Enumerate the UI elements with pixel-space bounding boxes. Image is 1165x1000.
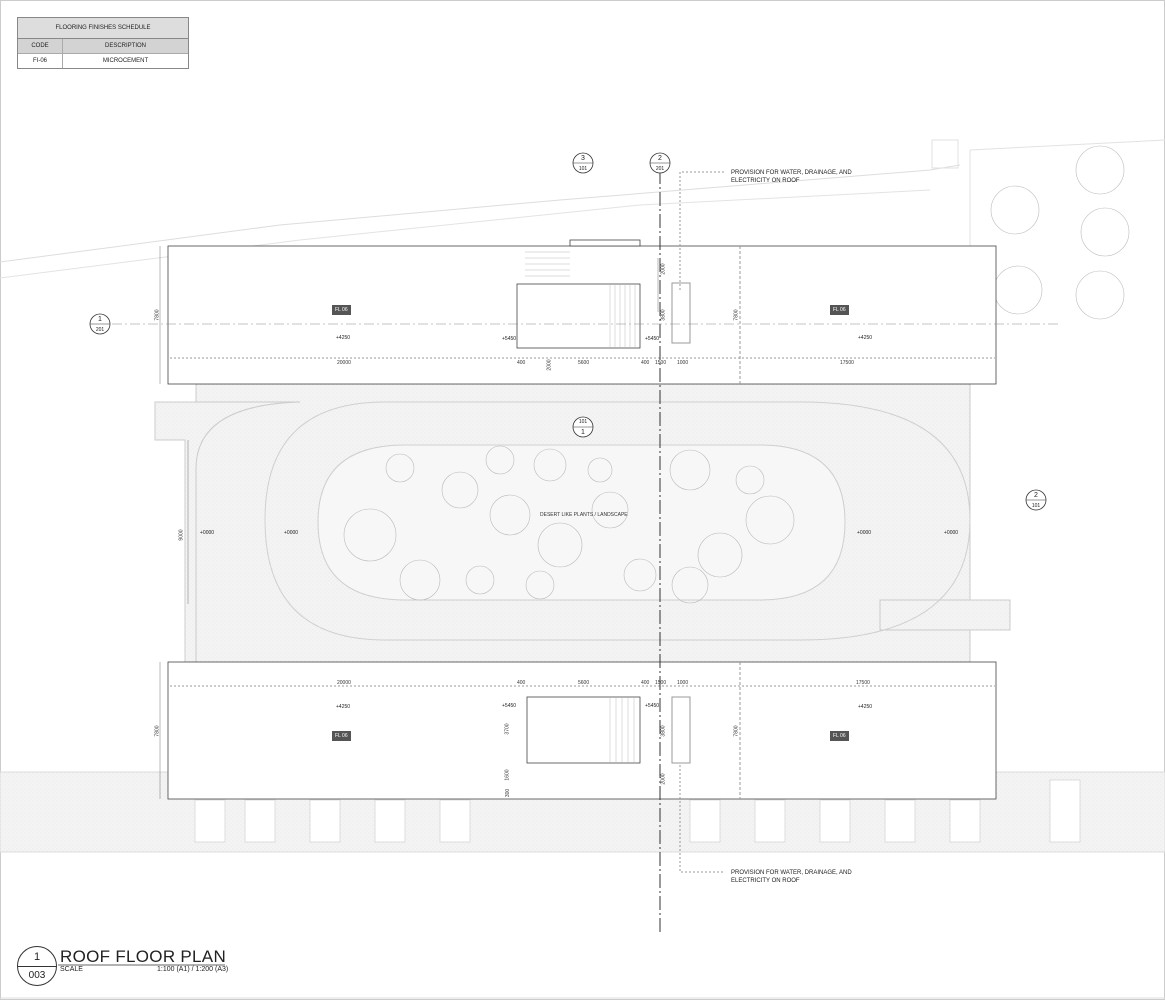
level-ground: +0000: [284, 530, 299, 536]
drawing-number-bubble: 1 003: [17, 946, 57, 986]
dim-vertical: 3800: [660, 309, 667, 321]
dim-wall: 400: [517, 360, 526, 366]
roof-provision-note-bottom: PROVISION FOR WATER, DRAINAGE, AND ELECT…: [731, 870, 852, 884]
drawing-title: ROOF FLOOR PLAN: [60, 947, 227, 966]
level-stair: +5450: [502, 336, 517, 342]
elevation-2-number: 2: [1034, 492, 1038, 499]
finish-tag: FL 06: [830, 731, 849, 741]
dim-wall: 400: [517, 680, 526, 686]
dim-depth: 7800: [154, 725, 161, 737]
dim-depth: 7800: [154, 309, 161, 321]
section-2-ref: 201: [655, 166, 665, 172]
level-ground: +0000: [200, 530, 215, 536]
finish-tag: FL 06: [332, 305, 351, 315]
section-1-ref: 201: [95, 327, 105, 333]
dim-stair: 5600: [578, 680, 590, 686]
scale-value: 1:100 (A1) / 1:200 (A3): [157, 966, 229, 973]
dim-width: 17500: [840, 360, 854, 366]
dim-width: 20000: [337, 360, 351, 366]
level-stair: +5450: [645, 703, 660, 709]
ring-path: [264, 401, 971, 641]
elevation-2-ref: 101: [1031, 503, 1041, 509]
dim-vertical: 3700: [504, 723, 511, 735]
dim-vertical: 2000: [546, 359, 553, 371]
col-code: CODE: [18, 39, 63, 53]
elevation-1-number: 1: [581, 429, 585, 436]
level-stair: +5450: [645, 336, 660, 342]
dim-stair: 5600: [578, 360, 590, 366]
dim-depth: 7800: [733, 309, 740, 321]
table-row: FI-06 MICROCEMENT: [18, 54, 188, 68]
level-roof: +4250: [336, 704, 351, 710]
col-description: DESCRIPTION: [104, 43, 146, 49]
section-2-number: 2: [658, 155, 662, 162]
section-3-ref: 101: [578, 166, 588, 172]
finish-tag: FL 06: [332, 731, 351, 741]
schedule-header-row: CODE DESCRIPTION: [18, 39, 188, 54]
dim-vertical: 300: [505, 788, 512, 798]
top-building: [167, 239, 997, 385]
dim-vertical: 1600: [504, 769, 511, 781]
level-roof: +4250: [858, 335, 873, 341]
roof-provision-note-top: PROVISION FOR WATER, DRAINAGE, AND ELECT…: [731, 170, 852, 184]
dim-gap: 1500: [655, 680, 667, 686]
dim-vertical: 3800: [660, 725, 667, 737]
level-stair: +5450: [502, 703, 517, 709]
section-3-number: 3: [581, 155, 585, 162]
cell-code: FI-06: [18, 54, 63, 68]
elevation-1-ref: 101: [578, 419, 588, 425]
dim-courtyard: 9000: [178, 529, 185, 541]
dim-wall: 400: [641, 360, 650, 366]
level-roof: +4250: [336, 335, 351, 341]
dim-vertical: 2000: [660, 773, 667, 785]
finish-tag: FL 06: [830, 305, 849, 315]
schedule-title: FLOORING FINISHES SCHEDULE: [18, 18, 188, 39]
scale-label: SCALE: [60, 966, 83, 973]
dim-width: 20000: [337, 680, 351, 686]
bottom-building: [167, 661, 997, 800]
level-roof: +4250: [858, 704, 873, 710]
dim-wall: 400: [641, 680, 650, 686]
landscape-bed: [317, 444, 846, 601]
level-ground: +0000: [857, 530, 872, 536]
sheet-number: 003: [28, 970, 46, 981]
dim-width: 17500: [856, 680, 870, 686]
landscape-label: DESERT LIKE PLANTS / LANDSCAPE: [540, 512, 628, 518]
level-ground: +0000: [944, 530, 959, 536]
dim-depth: 7800: [733, 725, 740, 737]
drawing-number: 1: [18, 947, 56, 967]
flooring-schedule: FLOORING FINISHES SCHEDULE CODE DESCRIPT…: [17, 17, 189, 69]
dim-vertical: 2000: [660, 263, 667, 275]
cell-description: MICROCEMENT: [102, 58, 149, 64]
dim-gap: 1000: [677, 680, 689, 686]
dim-gap: 1000: [677, 360, 689, 366]
dim-gap: 1500: [655, 360, 667, 366]
section-1-number: 1: [98, 316, 102, 323]
